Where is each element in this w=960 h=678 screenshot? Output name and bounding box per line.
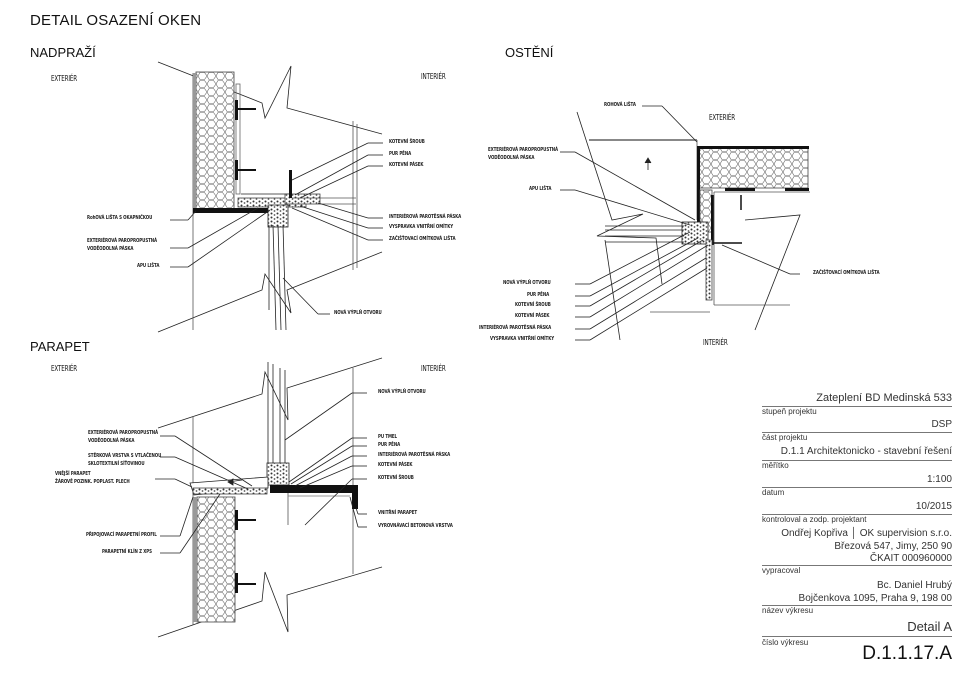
- parapet-label-xps-wedge: PARAPETNÍ KLÍN Z XPS: [102, 549, 152, 555]
- parapet-label-anchor-screw: KOTEVNÍ ŠROUB: [378, 475, 414, 481]
- part-value: D.1.1 Architektonicko - stavební řešení: [780, 446, 952, 457]
- divider: [762, 636, 952, 637]
- drawing-number-value: D.1.1.17.A: [862, 643, 952, 664]
- nadprazi-label-pur-foam: PUR PĚNA: [389, 151, 412, 157]
- parapet-section: [155, 357, 383, 638]
- drawn-name: Bc. Daniel Hrubý: [876, 580, 952, 591]
- nadprazi-interior-label: INTERIÉR: [421, 72, 446, 81]
- nadprazi-label-new-window: NOVÁ VÝPLŇ OTVORU: [334, 310, 382, 316]
- osteni-label-new-window: NOVÁ VÝPLŇ OTVORU: [503, 280, 551, 286]
- osteni-section: [560, 105, 810, 341]
- section-title-nadprazi: NADPRAŽÍ: [30, 45, 96, 60]
- parapet-label-leveling-layer: VYROVNÁVACÍ BETONOVÁ VRSTVA: [378, 523, 453, 529]
- checked-caption: kontroloval a zodp. projektant: [762, 515, 867, 524]
- osteni-label-ext-tape-2: VODĚODOLNÁ PÁSKA: [488, 155, 535, 161]
- osteni-interior-label: INTERIÉR: [703, 338, 728, 347]
- nadprazi-label-ext-tape-2: VODĚODOLNÁ PÁSKA: [87, 246, 134, 252]
- drawing-title: DETAIL OSAZENÍ OKEN: [30, 12, 202, 29]
- osteni-label-plaster-repair: VYSPRAVKA VNITŘNÍ OMÍTKY: [490, 336, 555, 342]
- parapet-label-ext-sill-2: ŽÁROVĚ POZINK. POPLAST. PLECH: [55, 479, 130, 485]
- parapet-label-connection-profile: PŘIPOJOVACÍ PARAPETNÍ PROFIL: [86, 532, 157, 538]
- drawing-name-caption: název výkresu: [762, 606, 814, 615]
- nadprazi-label-plaster-strip: ZAČIŠŤOVACÍ OMÍTKOVÁ LIŠTA: [389, 236, 456, 242]
- osteni-label-apu: APU LIŠTA: [529, 186, 552, 192]
- osteni-label-ext-tape-1: EXTERIÉROVÁ PAROPROPUSTNÁ: [488, 147, 559, 153]
- divider: [762, 605, 952, 606]
- parapet-label-ext-tape-2: VODĚODOLNÁ PÁSKA: [88, 438, 135, 444]
- date-value: 10/2015: [915, 501, 952, 512]
- nadprazi-label-apu: APU LIŠTA: [137, 263, 160, 269]
- nadprazi-label-anchor-strap: KOTEVNÍ PÁSEK: [389, 162, 424, 168]
- stage-value: DSP: [931, 419, 952, 430]
- divider: [762, 514, 952, 515]
- osteni-label-plaster-strip: ZAČIŠŤOVACÍ OMÍTKOVÁ LIŠTA: [813, 270, 880, 276]
- parapet-label-pu-sealant: PU TMEL: [378, 434, 398, 440]
- checked-name: Ondřej Kopřiva │ OK supervision s.r.o.: [781, 528, 952, 539]
- nadprazi-section: [157, 61, 383, 333]
- drawing-number-caption: číslo výkresu: [762, 638, 809, 647]
- parapet-label-mesh-layer-1: STĚRKOVÁ VRSTVA S VTLAČENOU: [88, 453, 162, 459]
- osteni-label-corner-strip: ROHOVÁ LIŠTA: [604, 102, 636, 108]
- parapet-label-int-tape: INTERIÉROVÁ PAROTĚSNÁ PÁSKA: [378, 452, 451, 458]
- checked-address: Březová 547, Jimy, 250 90: [834, 541, 952, 552]
- drawn-address: Bojčenkova 1095, Praha 9, 198 00: [798, 593, 952, 604]
- drawn-caption: vypracoval: [762, 566, 801, 575]
- osteni-label-int-tape: INTERIÉROVÁ PAROTĚSNÁ PÁSKA: [479, 325, 552, 331]
- nadprazi-exterior-label: EXTERIÉR: [51, 74, 78, 83]
- section-title-osteni: OSTĚNÍ: [505, 45, 554, 60]
- part-caption: část projektu: [762, 433, 808, 442]
- parapet-label-ext-sill-1: VNĚJŠÍ PARAPET: [55, 471, 91, 477]
- date-caption: datum: [762, 488, 785, 497]
- parapet-label-new-window: NOVÁ VÝPLŇ OTVORU: [378, 389, 426, 395]
- nadprazi-label-plaster-repair: VYSPRAVKA VNITŘNÍ OMÍTKY: [389, 224, 454, 230]
- divider: [762, 432, 952, 433]
- drawing-name-value: Detail A: [907, 619, 952, 634]
- scale-caption: měřítko: [762, 461, 789, 470]
- checked-ckait: ČKAIT 000960000: [869, 553, 952, 564]
- parapet-label-pur-foam: PUR PĚNA: [378, 442, 401, 448]
- osteni-label-anchor-strap: KOTEVNÍ PÁSEK: [515, 313, 550, 319]
- divider: [762, 460, 952, 461]
- parapet-exterior-label: EXTERIÉR: [51, 364, 78, 373]
- title-block: Zateplení BD Medinská 533 stupeň projekt…: [762, 388, 952, 668]
- project-name: Zateplení BD Medinská 533: [816, 392, 952, 404]
- parapet-label-ext-tape-1: EXTERIÉROVÁ PAROPROPUSTNÁ: [88, 430, 159, 436]
- divider: [762, 487, 952, 488]
- divider: [762, 406, 952, 407]
- stage-caption: stupeň projektu: [762, 407, 817, 416]
- osteni-label-anchor-screw: KOTEVNÍ ŠROUB: [515, 302, 551, 308]
- parapet-label-int-sill: VNITŘNÍ PARAPET: [378, 510, 417, 516]
- section-title-parapet: PARAPET: [30, 339, 90, 354]
- divider: [762, 565, 952, 566]
- nadprazi-label-anchor-screw: KOTEVNÍ ŠROUB: [389, 139, 425, 145]
- nadprazi-label-ext-tape-1: EXTERIÉROVÁ PAROPROPUSTNÁ: [87, 238, 158, 244]
- nadprazi-label-int-tape: INTERIÉROVÁ PAROTĚSNÁ PÁSKA: [389, 214, 462, 220]
- scale-value: 1:100: [926, 474, 952, 485]
- parapet-label-anchor-strap: KOTEVNÍ PÁSEK: [378, 462, 413, 468]
- nadprazi-label-corner-strip: RohOVÁ LIŠTA S OKAPNIČKOU: [87, 215, 153, 221]
- osteni-label-pur-foam: PUR PĚNA: [527, 292, 550, 298]
- osteni-exterior-label: EXTERIÉR: [709, 113, 736, 122]
- parapet-interior-label: INTERIÉR: [421, 364, 446, 373]
- parapet-label-mesh-layer-2: SKLOTEXTILNÍ SÍŤOVINOU: [88, 461, 145, 467]
